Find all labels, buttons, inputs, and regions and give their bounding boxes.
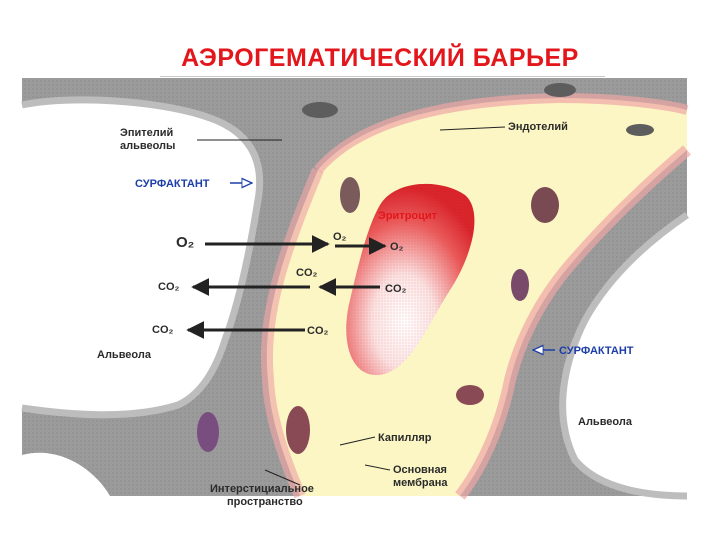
- nucleus: [544, 83, 576, 97]
- nucleus: [197, 412, 219, 452]
- label-basement: Основная: [393, 464, 447, 476]
- label-surfactant-left: СУРФАКТАНТ: [135, 178, 210, 190]
- capillary-lumen: [266, 98, 687, 496]
- label-o2-right: O₂: [390, 241, 404, 253]
- leader-interstitial: [264, 469, 301, 486]
- left-alveolus-wall: [21, 96, 264, 419]
- label-epithelium: Эпителий: [120, 127, 173, 139]
- label-alveola-left: Альвеола: [97, 349, 152, 361]
- leader-capillary: [339, 436, 376, 446]
- right-alveolus-wall: [559, 212, 689, 500]
- nucleus: [531, 187, 559, 223]
- label-surfactant-right: СУРФАКТАНТ: [559, 345, 634, 357]
- right-alveolus: [562, 215, 687, 496]
- label-alveola-right: Альвеола: [578, 416, 633, 428]
- endothelium-rim-lower: [455, 145, 691, 500]
- label-erythrocyte: Эритроцит: [378, 210, 438, 222]
- label-capillary: Капилляр: [378, 432, 432, 444]
- erythrocyte-stipple: [346, 183, 475, 376]
- label-epithelium-2: альвеолы: [120, 140, 175, 152]
- nucleus: [340, 177, 360, 213]
- leader-basement: [364, 464, 391, 471]
- endothelium-rim-left: [260, 167, 324, 499]
- label-endothelium: Эндотелий: [508, 121, 568, 133]
- title-divider: [160, 76, 605, 77]
- nucleus: [626, 124, 654, 136]
- label-interstitial-2: пространство: [227, 496, 303, 508]
- label-co2-mid: CO₂: [296, 267, 318, 279]
- label-co2-left: CO₂: [158, 281, 180, 293]
- nucleus: [302, 102, 338, 118]
- label-o2-mid: O₂: [333, 231, 347, 243]
- label-basement-2: мембрана: [393, 477, 448, 489]
- page-title: АЭРОГЕМАТИЧЕСКИЙ БАРЬЕР: [181, 44, 579, 72]
- nucleus: [456, 385, 484, 405]
- leader-endothelium: [439, 126, 506, 131]
- lower-left-alveolus: [22, 452, 110, 496]
- endothelium-rim: [314, 92, 689, 174]
- label-co2-left-low: CO₂: [152, 324, 174, 336]
- label-interstitial: Интерстициальное: [210, 483, 314, 495]
- nucleus: [286, 406, 310, 454]
- label-o2-left: O₂: [176, 234, 194, 251]
- label-co2-right: CO₂: [385, 283, 407, 295]
- label-co2-mid-low: CO₂: [307, 325, 329, 337]
- nucleus: [511, 269, 529, 301]
